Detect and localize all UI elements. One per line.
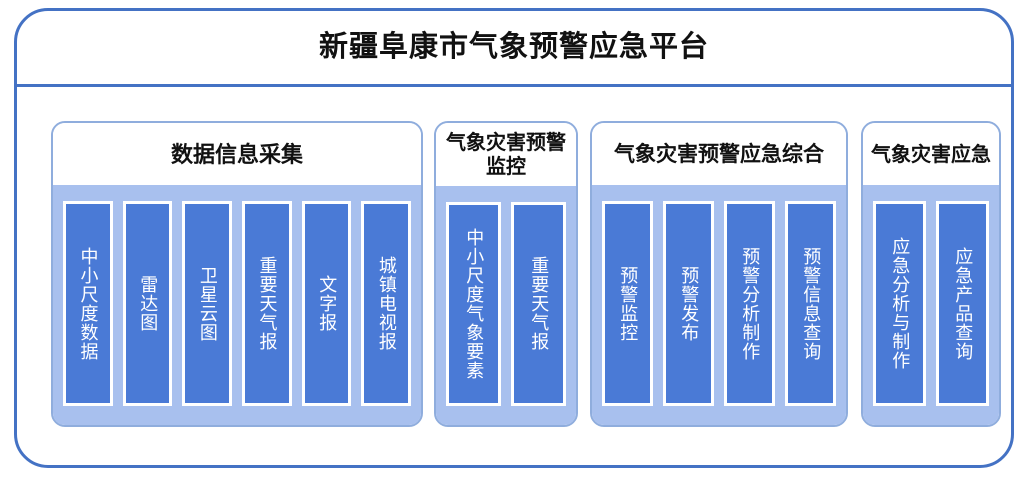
panel-body-data-collection: 中小尺度数据 雷达图 卫星云图 重要天气报 文字报 城镇电视 [53,185,421,425]
item-bar[interactable]: 重要天气报 [242,201,292,406]
item-bar[interactable]: 中小尺度气象要素 [446,201,501,406]
platform-title-bar: 新疆阜康市气象预警应急平台 [17,11,1011,87]
item-bar[interactable]: 文字报 [301,201,352,406]
item-label: 文字报 [317,275,338,332]
item-bar[interactable]: 预警信息查询 [785,201,836,406]
item-bar[interactable]: 应急分析与制作 [873,201,926,406]
panel-header-disaster-emergency: 气象灾害应急 [863,123,999,185]
item-label: 应急分析与制作 [890,237,911,370]
item-bar[interactable]: 雷达图 [122,201,173,406]
panel-body-disaster-warning-monitoring: 中小尺度气象要素 重要天气报 [436,185,576,425]
item-bar[interactable]: 预警分析制作 [724,201,775,406]
item-bar[interactable]: 预警发布 [663,201,714,406]
panel-header-data-collection: 数据信息采集 [53,123,421,185]
panel-warning-emergency-integrated[interactable]: 气象灾害预警应急综合 预警监控 预警发布 预警分析制作 预警信息查询 [590,121,848,427]
item-label: 预警发布 [679,265,700,342]
item-bar[interactable]: 预警监控 [602,201,653,406]
item-bar[interactable]: 重要天气报 [511,201,566,406]
panel-disaster-emergency[interactable]: 气象灾害应急 应急分析与制作 应急产品查询 [861,121,1001,427]
item-label: 卫星云图 [197,265,218,342]
page-title: 新疆阜康市气象预警应急平台 [318,31,709,63]
platform-outer-frame: 新疆阜康市气象预警应急平台 数据信息采集 中小尺度数据 雷达图 卫星云图 [14,8,1014,468]
panel-body-warning-emergency-integrated: 预警监控 预警发布 预警分析制作 预警信息查询 [592,185,846,425]
item-label: 重要天气报 [529,256,550,352]
item-label: 中小尺度数据 [78,246,99,361]
panel-data-collection[interactable]: 数据信息采集 中小尺度数据 雷达图 卫星云图 重要天气报 文字报 [51,121,423,427]
item-label: 城镇电视报 [376,256,397,351]
item-bar[interactable]: 应急产品查询 [936,201,989,406]
item-bar[interactable]: 城镇电视报 [361,201,412,406]
item-label: 预警监控 [618,265,639,342]
item-label: 中小尺度气象要素 [464,227,485,380]
panel-disaster-warning-monitoring[interactable]: 气象灾害预警监控 中小尺度气象要素 重要天气报 [434,121,578,427]
item-label: 预警信息查询 [801,246,822,361]
item-label: 重要天气报 [257,256,278,351]
panel-header-warning-emergency-integrated: 气象灾害预警应急综合 [592,123,846,185]
item-label: 应急产品查询 [953,246,974,361]
item-label: 雷达图 [138,275,159,332]
panel-header-disaster-warning-monitoring: 气象灾害预警监控 [436,123,576,186]
panel-body-disaster-emergency: 应急分析与制作 应急产品查询 [863,185,999,425]
item-bar[interactable]: 中小尺度数据 [62,201,113,406]
item-label: 预警分析制作 [740,246,761,361]
panels-row: 数据信息采集 中小尺度数据 雷达图 卫星云图 重要天气报 文字报 [17,87,1011,465]
item-bar[interactable]: 卫星云图 [182,201,232,406]
